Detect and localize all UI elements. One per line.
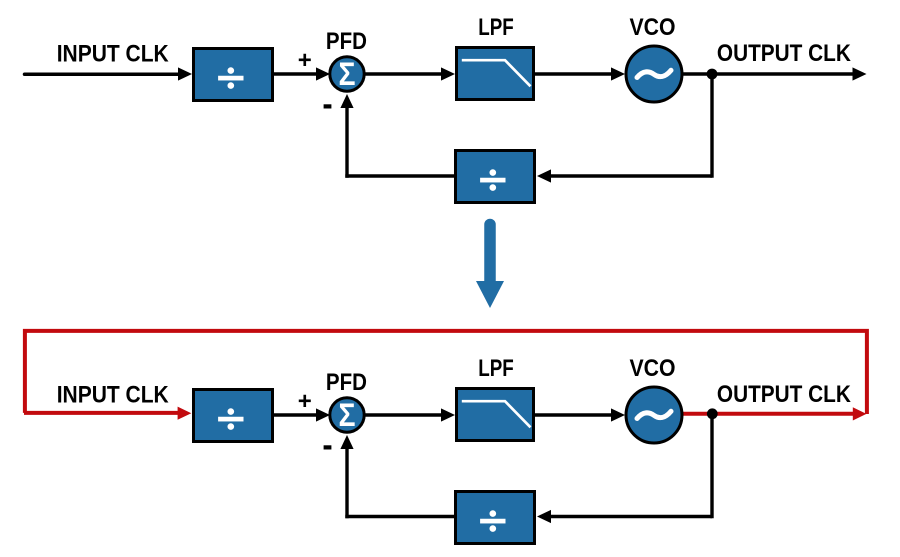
svg-text:LPF: LPF bbox=[478, 355, 514, 382]
svg-text:VCO: VCO bbox=[630, 14, 676, 41]
svg-text:PFD: PFD bbox=[326, 28, 367, 55]
svg-text:VCO: VCO bbox=[630, 355, 676, 382]
svg-text:+: + bbox=[298, 47, 312, 74]
svg-text:INPUT CLK: INPUT CLK bbox=[57, 40, 170, 67]
svg-text:OUTPUT CLK: OUTPUT CLK bbox=[717, 40, 852, 67]
svg-text:PFD: PFD bbox=[326, 369, 367, 396]
svg-text:LPF: LPF bbox=[478, 14, 514, 41]
svg-text:+: + bbox=[298, 388, 312, 415]
svg-text:OUTPUT CLK: OUTPUT CLK bbox=[717, 381, 852, 408]
svg-text:INPUT CLK: INPUT CLK bbox=[57, 382, 170, 409]
